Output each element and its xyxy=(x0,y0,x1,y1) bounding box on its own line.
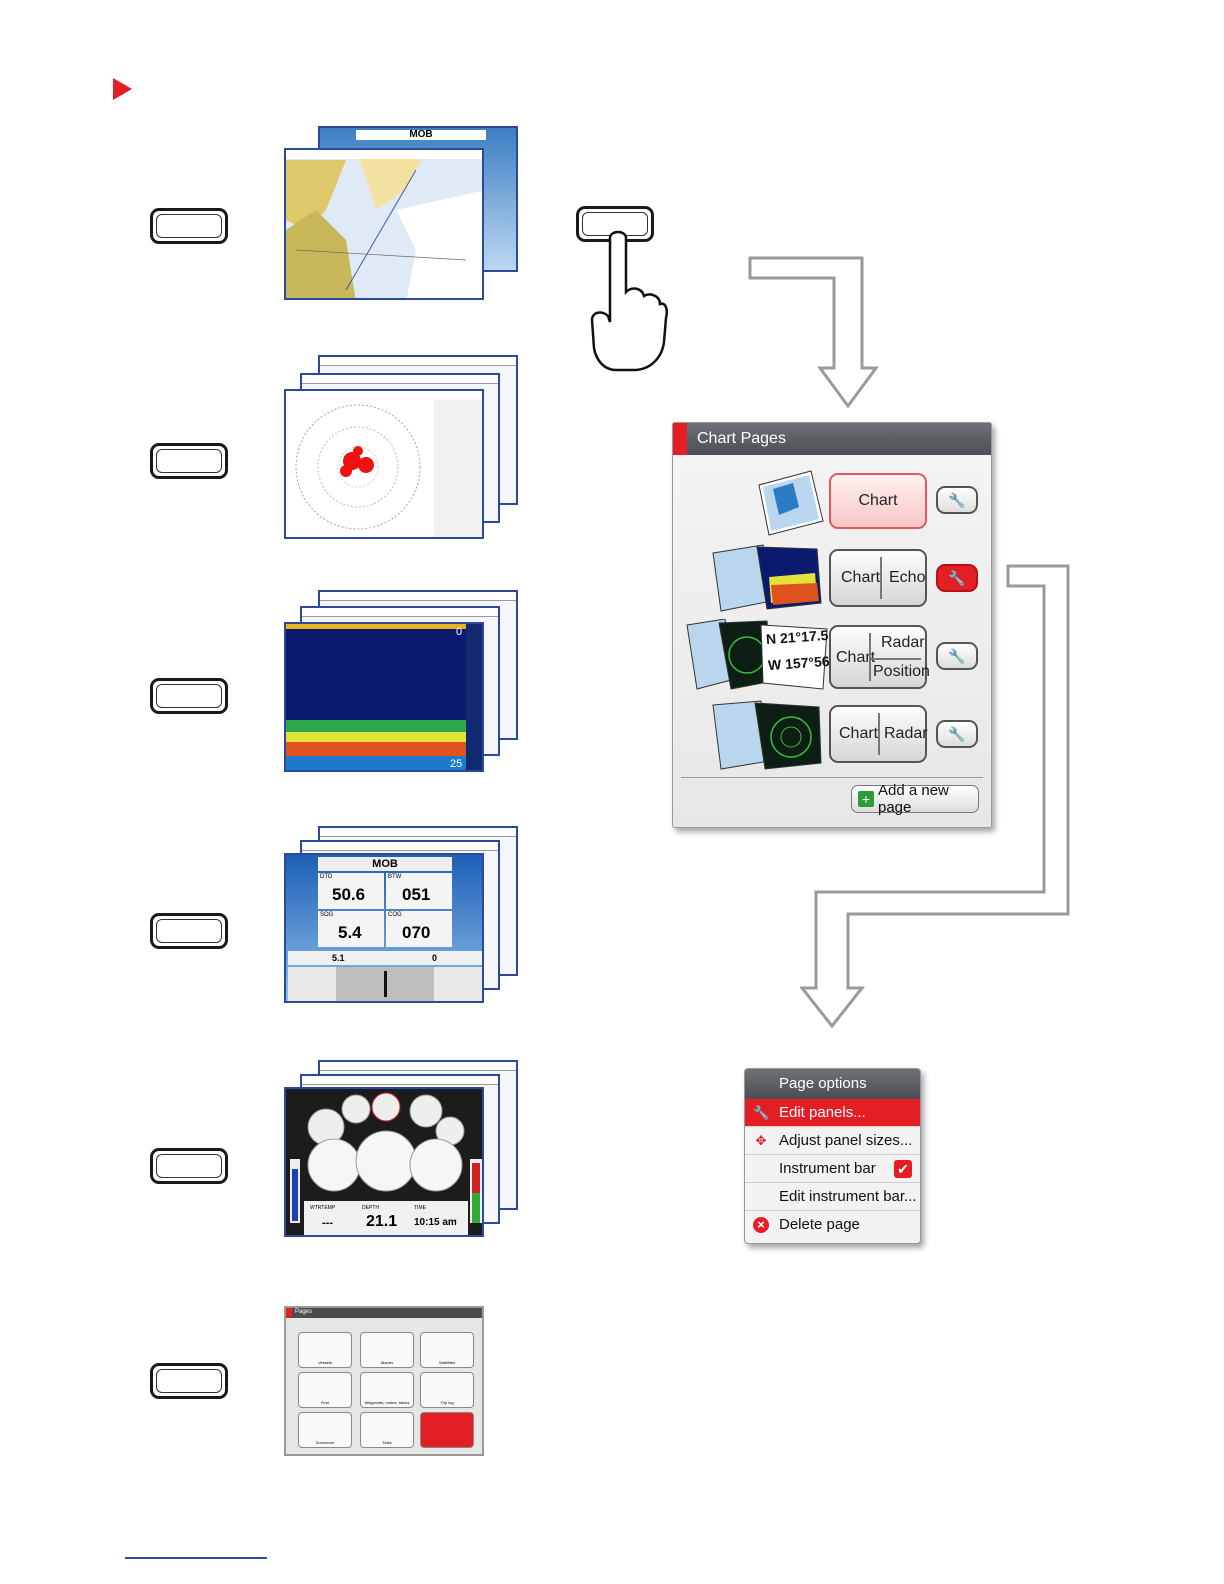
plus-icon: + xyxy=(858,791,874,807)
page-key-2[interactable] xyxy=(150,443,228,479)
pages-item-tides[interactable]: Tides xyxy=(360,1412,414,1448)
gauges-graphic xyxy=(286,1089,482,1235)
arrow-to-chart-pages-icon xyxy=(748,256,879,409)
wrench-icon: 🔧 xyxy=(948,569,966,586)
mob-field-dtd: DTD 50.6 xyxy=(318,873,384,909)
chart-pages-title: Chart Pages xyxy=(673,423,991,455)
page-chart-echo-settings-button[interactable]: 🔧 xyxy=(936,564,978,592)
page-chart-echo-button[interactable]: Chart Echo xyxy=(829,549,927,607)
pages-item-sun-moon[interactable]: Sun/moon xyxy=(298,1412,352,1448)
page-key-4[interactable] xyxy=(150,913,228,949)
chart-layout-preview-icon xyxy=(758,470,824,536)
menu-edit-panels[interactable]: 🔧 Edit panels... xyxy=(745,1099,920,1127)
pages-item-find[interactable]: Find xyxy=(298,1372,352,1408)
menu-delete-page[interactable]: × Delete page xyxy=(745,1211,920,1239)
mob-field-btw: BTW 051 xyxy=(386,873,452,909)
pages-item-satellites[interactable]: Satellites xyxy=(420,1332,474,1368)
hand-pointer-icon xyxy=(590,230,668,372)
pages-menu-thumb: Pages Vessels Alarms Satellites Find Way… xyxy=(284,1306,484,1456)
chart-map-graphic xyxy=(286,150,482,298)
wrench-icon: 🔧 xyxy=(753,1105,770,1120)
chart-echo-layout-preview-icon xyxy=(712,544,822,612)
mob-title: MOB xyxy=(318,857,452,871)
page-options-title: Page options xyxy=(745,1069,920,1099)
page-chart-settings-button[interactable]: 🔧 xyxy=(936,486,978,514)
radar-page-thumb xyxy=(284,389,484,539)
page-key-5[interactable] xyxy=(150,1148,228,1184)
mob-steer-bar: 5.1 0 xyxy=(288,951,482,965)
chart-radar-position-layout-preview-icon xyxy=(686,619,828,690)
mob-label: MOB xyxy=(356,130,486,140)
wrench-icon: 🔧 xyxy=(948,725,966,742)
dialog-divider xyxy=(681,777,983,778)
page-key-1[interactable] xyxy=(150,208,228,244)
arrow-to-page-options-icon xyxy=(800,564,1070,1029)
move-arrows-icon: ✥ xyxy=(755,1133,767,1148)
chart-radar-layout-preview-icon xyxy=(712,700,822,770)
add-new-page-button[interactable]: + Add a new page xyxy=(851,782,979,816)
page-key-6[interactable] xyxy=(150,1363,228,1399)
page-key-3[interactable] xyxy=(150,678,228,714)
page-chart-radar-position-button[interactable]: Chart Radar Position xyxy=(829,625,930,689)
menu-instrument-bar[interactable]: Instrument bar ✔ xyxy=(745,1155,920,1183)
instr-label-time: TIME xyxy=(414,1205,426,1211)
wrench-icon: 🔧 xyxy=(948,491,966,508)
page-chart-radar-button[interactable]: Chart Radar xyxy=(829,705,928,763)
page-chart-radar-settings-button[interactable]: 🔧 xyxy=(936,720,978,748)
echo-graphic xyxy=(286,624,482,770)
checkbox-checked-icon[interactable]: ✔ xyxy=(894,1160,912,1178)
echo-page-thumb: 0 25 xyxy=(284,622,484,772)
instr-temp: --- xyxy=(322,1217,333,1229)
pages-item-vessels[interactable]: Vessels xyxy=(298,1332,352,1368)
chart-page-thumb xyxy=(284,148,484,300)
page-chart-radar-position-settings-button[interactable]: 🔧 xyxy=(936,642,978,670)
echo-depth-bottom: 25 xyxy=(450,758,463,770)
menu-edit-instrument-bar[interactable]: Edit instrument bar... xyxy=(745,1183,920,1211)
menu-adjust-panel-sizes[interactable]: ✥ Adjust panel sizes... xyxy=(745,1127,920,1155)
page-chart-button[interactable]: Chart xyxy=(829,473,927,529)
echo-depth-top: 0 xyxy=(456,626,463,638)
radar-graphic xyxy=(286,391,482,537)
gauge-page-thumb: WTRTEMP DEPTH TIME --- 21.1 10:15 am xyxy=(284,1087,484,1237)
instr-depth: 21.1 xyxy=(366,1213,398,1230)
mob-steer-graphic xyxy=(288,967,482,1001)
mob-field-sog: SOG 5.4 xyxy=(318,911,384,947)
delete-icon: × xyxy=(753,1217,769,1233)
pages-item-alarms[interactable]: Alarms xyxy=(360,1332,414,1368)
instr-label-temp: WTRTEMP xyxy=(310,1205,336,1211)
pages-item-waypoints[interactable]: Waypoints, routes, tracks xyxy=(360,1372,414,1408)
pages-title: Pages xyxy=(295,1309,313,1315)
instr-label-depth: DEPTH xyxy=(362,1205,379,1211)
instr-time: 10:15 am xyxy=(414,1217,457,1228)
pages-item-trip-log[interactable]: Trip log xyxy=(420,1372,474,1408)
mob-field-cog: COG 070 xyxy=(386,911,452,947)
pages-item-selected[interactable] xyxy=(420,1412,474,1448)
mob-page-thumb: MOB DTD 50.6 BTW 051 SOG 5.4 COG 070 5.1… xyxy=(284,853,484,1003)
chart-pages-dialog: Chart Pages Chart 🔧 Chart Echo 🔧 N 21°17… xyxy=(672,422,992,828)
page-options-menu: Page options 🔧 Edit panels... ✥ Adjust p… xyxy=(744,1068,921,1244)
footer-rule xyxy=(125,1557,267,1559)
wrench-icon: 🔧 xyxy=(948,647,966,664)
section-marker-icon xyxy=(113,78,132,100)
